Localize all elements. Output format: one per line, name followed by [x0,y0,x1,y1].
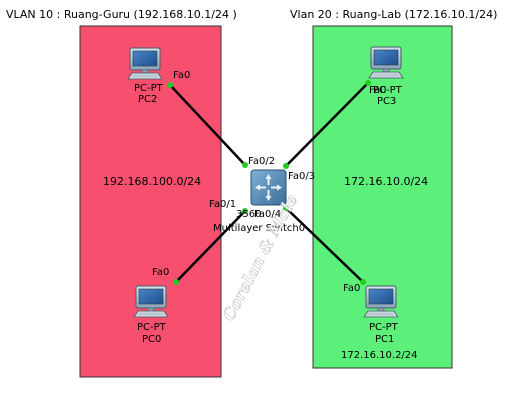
pc3-name-label: PC3 [377,96,396,107]
device-pc3[interactable]: PC-PT PC3 Fa0 [368,46,404,107]
link-status-dot [283,205,289,211]
link-status-dot [242,162,248,168]
link-status-dot [360,279,366,285]
switch-port-fa0-1-label: Fa0/1 [209,199,236,210]
switch-type-label: 3560 [236,209,261,220]
multilayer-switch[interactable]: 3560 Multilayer Switch0 Fa0/2 Fa0/3 Fa0/… [209,156,315,234]
pc2-port-label: Fa0 [173,70,190,81]
link-status-dot [283,163,289,169]
link-pc2-switch[interactable] [169,84,246,166]
pc1-type-label: PC-PT [369,322,399,333]
link-status-dot [173,279,179,285]
link-status-dots [167,80,371,285]
pc2-name-label: PC2 [138,94,157,105]
pc0-name-label: PC0 [142,334,161,345]
pc3-port-label: Fa0 [369,85,386,96]
pc-icon [127,47,163,80]
device-pc2[interactable]: PC-PT PC2 Fa0 [127,47,190,105]
pc0-port-label: Fa0 [152,267,169,278]
pc1-name-label: PC1 [375,334,394,345]
vlan-10-network-label: 192.168.100.0/24 [103,175,201,188]
vlan-20-title: Vlan 20 : Ruang-Lab (172.16.10.1/24) [290,8,497,21]
link-status-dot [242,208,248,214]
pc2-type-label: PC-PT [134,83,164,94]
pc-icon [133,285,169,318]
pc-icon [363,285,399,318]
link-pc3-switch[interactable] [285,82,369,167]
link-status-dot [167,82,173,88]
switch-port-fa0-4-label: Fa0/4 [254,209,281,220]
pc1-port-label: Fa0 [343,283,360,294]
pc1-address-label: 172.16.10.2/24 [341,350,418,361]
links [169,82,369,283]
link-status-dot [365,80,371,86]
switch-port-fa0-2-label: Fa0/2 [248,156,275,167]
switch-port-fa0-3-label: Fa0/3 [288,171,315,182]
switch-name-label: Multilayer Switch0 [213,223,305,234]
pc-icon [368,46,404,79]
device-pc0[interactable]: PC-PT PC0 Fa0 [133,267,169,345]
vlan-10-title: VLAN 10 : Ruang-Guru (192.168.10.1/24 ) [6,8,237,21]
device-pc1[interactable]: PC-PT PC1 Fa0 172.16.10.2/24 [341,283,418,361]
pc0-type-label: PC-PT [137,322,167,333]
link-pc0-switch[interactable] [175,210,246,283]
vlan-20-network-label: 172.16.10.0/24 [344,175,428,188]
multilayer-switch-icon [250,169,287,206]
pc3-type-label: PC-PT [373,85,403,96]
link-pc1-switch[interactable] [285,207,364,283]
vlan-10-area [79,25,222,378]
